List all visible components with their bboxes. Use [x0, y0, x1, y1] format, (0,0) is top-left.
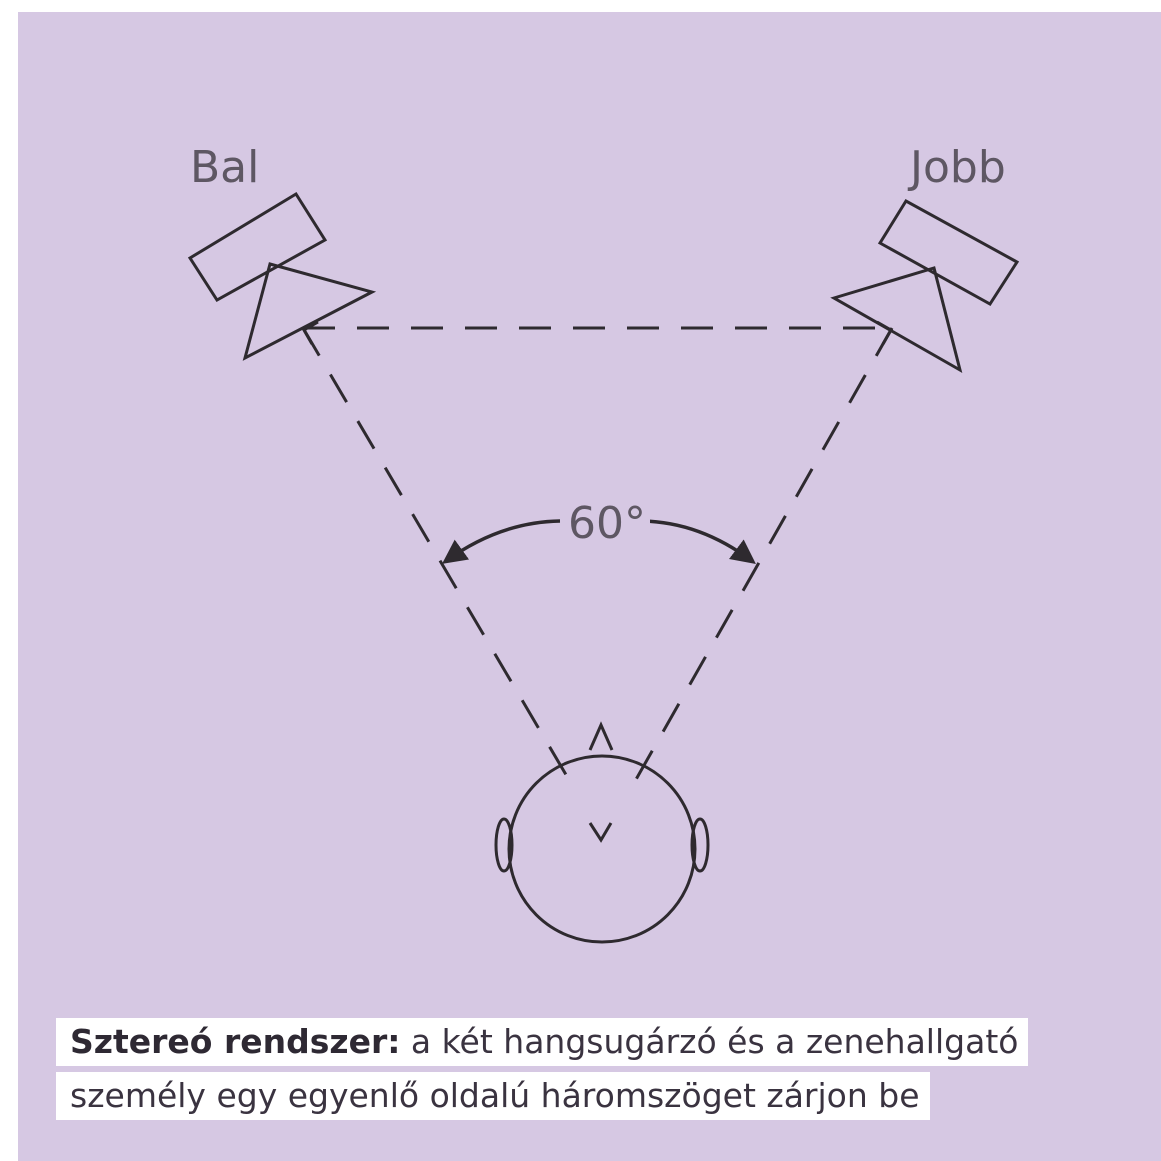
caption-text-2: személy egy egyenlő oldalú háromszöget z… — [70, 1076, 920, 1115]
caption-title: Sztereó rendszer: — [70, 1022, 401, 1061]
angle-arc — [446, 519, 752, 561]
edge-right-listener — [628, 327, 894, 791]
edge-arrow-marks — [301, 320, 894, 345]
edge-left-listener — [301, 327, 577, 791]
caption-text-1: a két hangsugárzó és a zenehallgató — [400, 1022, 1019, 1061]
nose — [588, 721, 614, 751]
caption-line-1: Sztereó rendszer: a két hangsugárzó és a… — [56, 1018, 1029, 1066]
diagram-panel — [18, 12, 1161, 1161]
listener-head-icon — [494, 721, 710, 944]
caption: Sztereó rendszer: a két hangsugárzó és a… — [56, 1018, 1029, 1126]
left-ear — [494, 817, 514, 873]
left-speaker-label: Bal — [190, 142, 260, 193]
listening-triangle — [301, 326, 894, 791]
right-speaker-label: Jobb — [910, 142, 1006, 193]
face-mark — [588, 822, 613, 843]
right-ear — [690, 817, 710, 873]
angle-label: 60° — [564, 502, 650, 546]
right-speaker-icon — [830, 198, 1020, 374]
left-speaker-icon — [187, 191, 377, 361]
caption-line-2: személy egy egyenlő oldalú háromszöget z… — [56, 1072, 930, 1120]
